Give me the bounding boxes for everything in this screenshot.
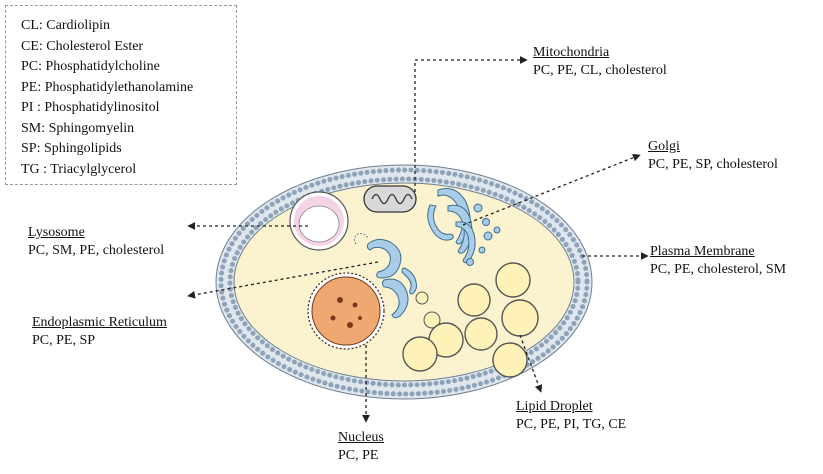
legend-item-sp: SP: Sphingolipids bbox=[21, 141, 122, 156]
legend-item-pi: PI : Phosphatidylinositol bbox=[21, 100, 160, 115]
er-organelle bbox=[353, 233, 417, 319]
golgi-lipids: PC, PE, SP, cholesterol bbox=[648, 157, 778, 172]
connector-arrows bbox=[187, 56, 649, 423]
mitochondria-name: Mitochondria bbox=[533, 45, 610, 60]
abbreviation-legend: CL: Cardiolipin CE: Cholesterol Ester PC… bbox=[5, 5, 237, 185]
arrow-golgi bbox=[462, 153, 641, 226]
golgi-name: Golgi bbox=[648, 139, 680, 154]
plasma-membrane-lipids: PC, PE, cholesterol, SM bbox=[650, 262, 787, 277]
nucleus-organelle bbox=[307, 272, 385, 350]
legend-item-tg: TG : Triacylglycerol bbox=[21, 161, 137, 177]
legend-item-pe: PE: Phosphatidylethanolamine bbox=[21, 79, 194, 95]
lysosome-name: Lysosome bbox=[28, 225, 85, 240]
nucleus-name: Nucleus bbox=[338, 430, 384, 445]
nucleus-lipids: PC, PE bbox=[338, 448, 379, 463]
label-mitochondria: Mitochondria PC, PE, CL, cholesterol bbox=[533, 44, 667, 80]
er-lipids: PC, PE, SP bbox=[32, 333, 96, 348]
legend-item-sm: SM: Sphingomyelin bbox=[21, 120, 135, 136]
arrow-mitochondria bbox=[414, 56, 528, 192]
label-lysosome: Lysosome PC, SM, PE, cholesterol bbox=[28, 224, 164, 260]
label-endoplasmic-reticulum: Endoplasmic Reticulum PC, PE, SP bbox=[32, 314, 167, 350]
vesicles bbox=[415, 291, 441, 329]
legend-list: CL: Cardiolipin CE: Cholesterol Ester PC… bbox=[21, 16, 193, 180]
lysosome-lipids: PC, SM, PE, cholesterol bbox=[28, 243, 165, 258]
lysosome-organelle bbox=[289, 191, 349, 251]
arrow-er bbox=[187, 261, 379, 299]
lipid-droplet-lipids: PC, PE, PI, TG, CE bbox=[516, 417, 627, 432]
arrow-lipid-droplet bbox=[519, 334, 543, 393]
legend-item-pc: PC: Phosphatidylcholine bbox=[21, 59, 160, 74]
er-name: Endoplasmic Reticulum bbox=[32, 315, 167, 330]
legend-item-ce: CE: Cholesterol Ester bbox=[21, 38, 144, 54]
lipid-droplets bbox=[402, 262, 539, 378]
label-golgi: Golgi PC, PE, SP, cholesterol bbox=[648, 138, 778, 174]
mitochondrion-organelle bbox=[363, 185, 417, 213]
mitochondria-lipids: PC, PE, CL, cholesterol bbox=[533, 63, 667, 78]
golgi-organelle bbox=[427, 188, 501, 266]
label-plasma-membrane: Plasma Membrane PC, PE, cholesterol, SM bbox=[650, 243, 786, 279]
lipid-droplet-name: Lipid Droplet bbox=[516, 399, 593, 414]
plasma-membrane-name: Plasma Membrane bbox=[650, 244, 755, 259]
label-nucleus: Nucleus PC, PE bbox=[338, 429, 384, 465]
legend-item-cl: CL: Cardiolipin bbox=[21, 18, 111, 33]
label-lipid-droplet: Lipid Droplet PC, PE, PI, TG, CE bbox=[516, 398, 626, 434]
